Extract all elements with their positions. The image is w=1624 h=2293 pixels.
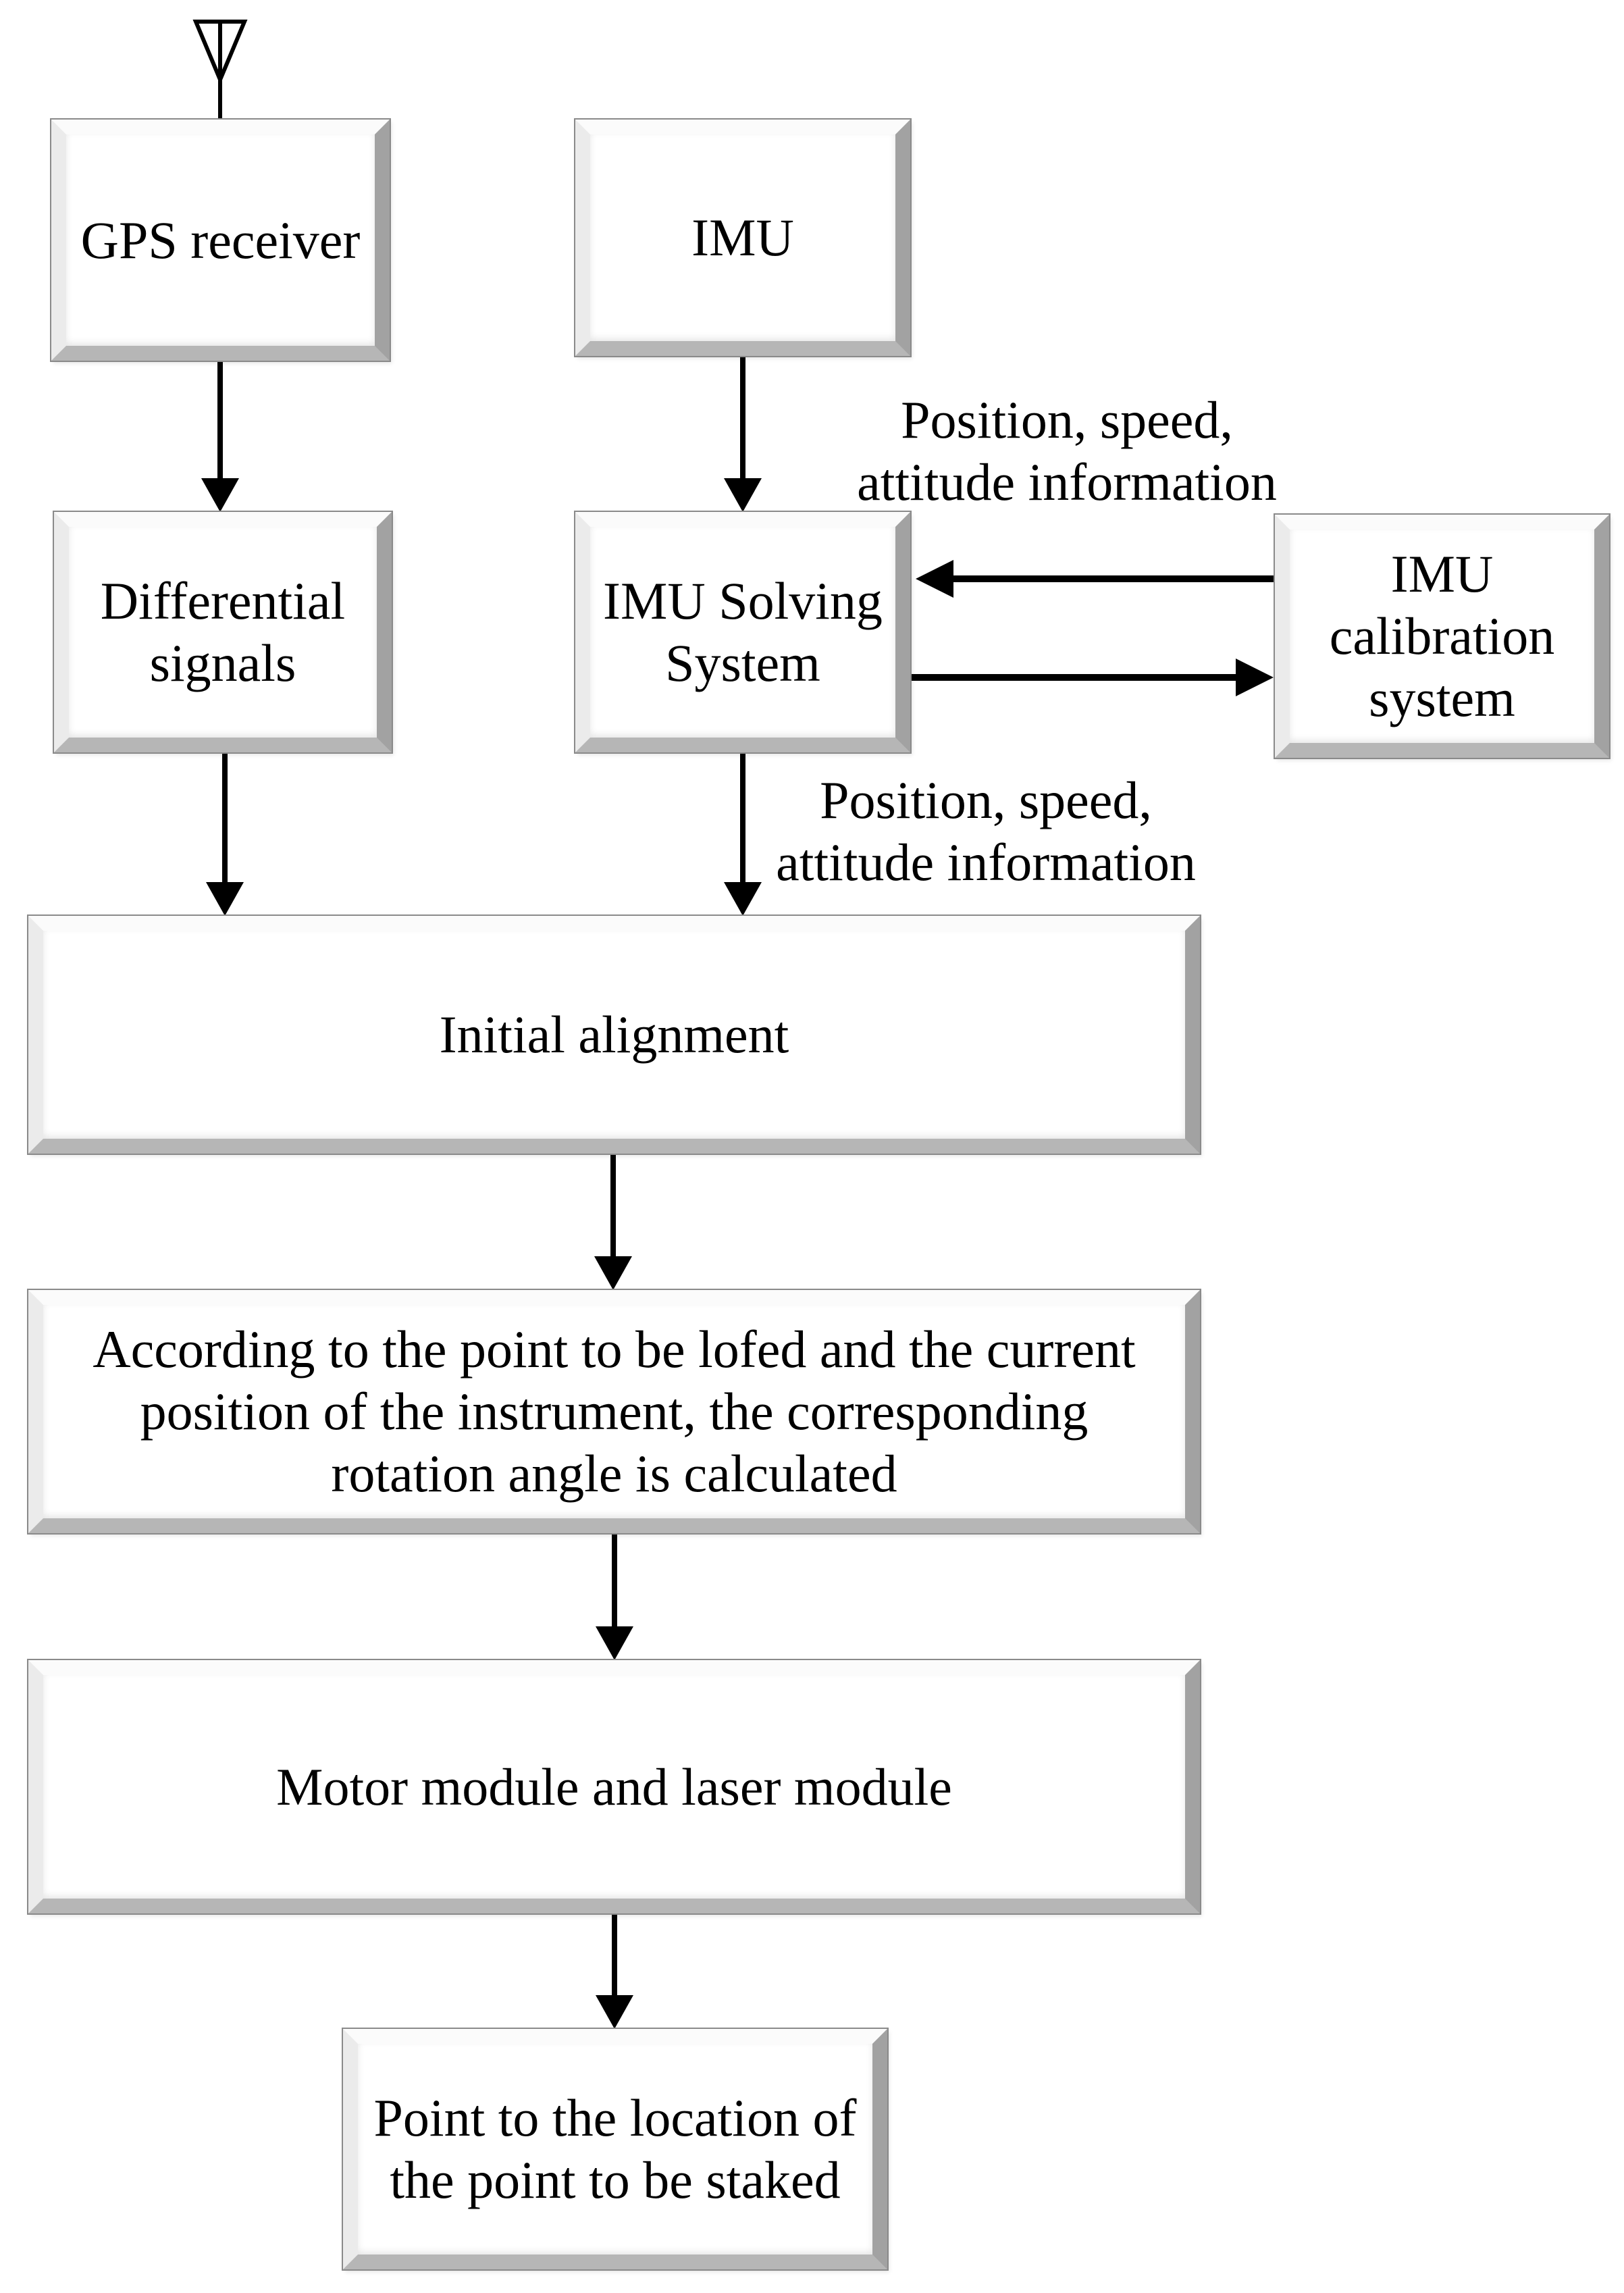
node-motor-laser-module: Motor module and laser module — [27, 1659, 1201, 1915]
arrow-calibration-to-solving — [916, 560, 1275, 598]
node-imu-solving-system-label: IMU Solving System — [603, 571, 883, 692]
antenna-icon — [192, 20, 248, 120]
node-imu-calibration-system: IMU calibration system — [1274, 513, 1610, 759]
node-point-to-stake-label: Point to the location of the point to be… — [373, 2088, 857, 2209]
arrow-gps-to-differential — [201, 361, 239, 512]
node-point-to-stake: Point to the location of the point to be… — [342, 2028, 889, 2271]
node-imu-label: IMU — [691, 208, 794, 267]
node-imu-solving-system: IMU Solving System — [574, 511, 912, 754]
node-rotation-angle-calculation-label: According to the point to be lofed and t… — [93, 1320, 1136, 1503]
arrow-motor-to-point — [596, 1913, 633, 2029]
node-imu: IMU — [574, 118, 912, 357]
arrow-imu-to-solving — [724, 356, 762, 512]
node-initial-alignment-label: Initial alignment — [439, 1005, 789, 1064]
annotation-solving-output: Position, speed, attitude information — [776, 771, 1196, 892]
node-differential-signals-label: Differential signals — [100, 571, 346, 692]
annotation-calibration-feedback: Position, speed, attitude information — [857, 390, 1277, 511]
node-rotation-angle-calculation: According to the point to be lofed and t… — [27, 1289, 1201, 1535]
arrow-differential-to-initial — [206, 752, 244, 916]
node-imu-calibration-system-label: IMU calibration system — [1329, 544, 1555, 727]
arrow-rotation-to-motor — [596, 1526, 633, 1660]
node-gps-receiver-label: GPS receiver — [80, 210, 361, 269]
arrow-initial-to-rotation — [594, 1154, 632, 1290]
arrow-solving-to-calibration — [910, 659, 1274, 696]
node-gps-receiver: GPS receiver — [50, 118, 391, 362]
node-initial-alignment: Initial alignment — [27, 914, 1201, 1155]
node-differential-signals: Differential signals — [53, 511, 393, 754]
node-motor-laser-module-label: Motor module and laser module — [276, 1757, 952, 1816]
